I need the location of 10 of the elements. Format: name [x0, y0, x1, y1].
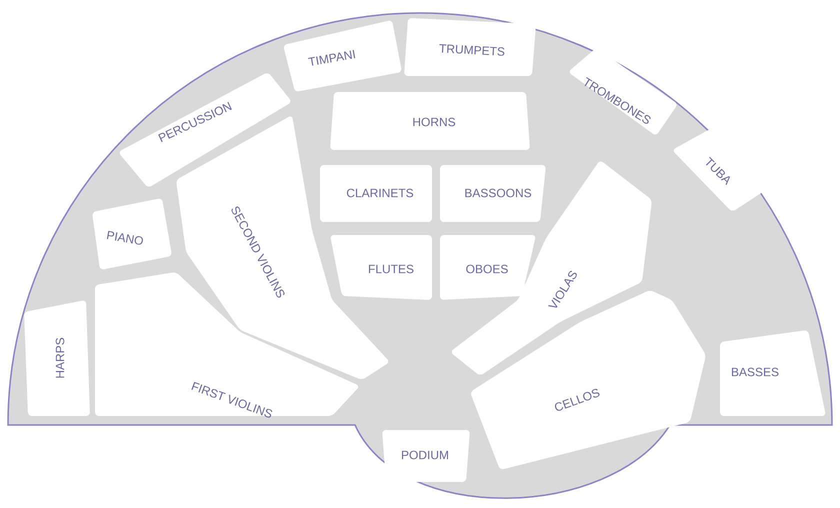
section-region: CLARINETS	[320, 165, 432, 222]
section-region: HORNS	[330, 92, 530, 150]
section-region: PODIUM	[382, 430, 470, 482]
section-region: BASSOONS	[440, 165, 546, 222]
section-region: TRUMPETS	[404, 18, 536, 76]
section-region: FLUTES	[330, 235, 432, 300]
section-region: TIMPANI	[284, 20, 402, 92]
section-region: BASSES	[720, 330, 826, 416]
node-label: OBOES	[466, 264, 508, 274]
section-region: PIANO	[92, 198, 172, 270]
